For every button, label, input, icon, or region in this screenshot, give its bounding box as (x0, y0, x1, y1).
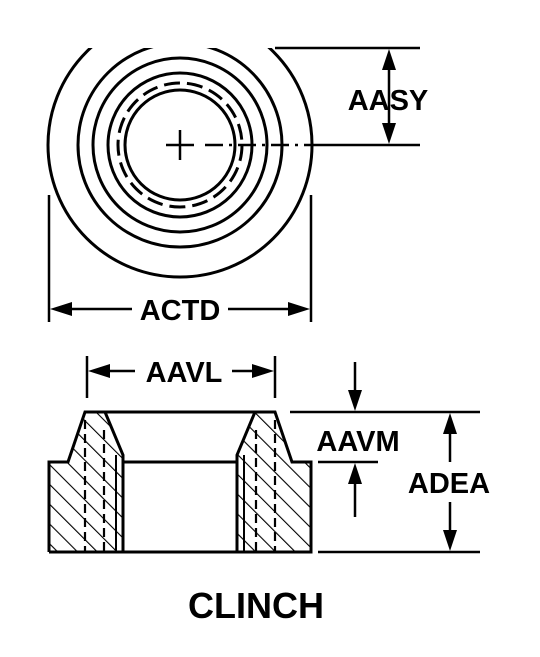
caption-clinch: CLINCH (188, 585, 324, 626)
left-chamfer (103, 411, 125, 552)
right-chamfer (235, 411, 257, 552)
actd-label: ACTD (140, 295, 221, 327)
aavl-label: AAVL (146, 357, 223, 389)
ring-3 (91, 56, 269, 234)
adea-dimension (318, 413, 480, 554)
outer-outline (47, 410, 313, 554)
aasy-dimension (275, 46, 420, 147)
adea-label: ADEA (408, 468, 490, 500)
aavm-dimension (290, 362, 480, 517)
aavl-dimension (85, 356, 277, 398)
aasy-label: AASY (348, 85, 429, 117)
side-section-view (47, 410, 313, 554)
bore-circle (123, 88, 237, 202)
actd-dimension (47, 195, 313, 322)
center-mark (166, 130, 318, 160)
aavm-label: AAVM (316, 426, 399, 458)
